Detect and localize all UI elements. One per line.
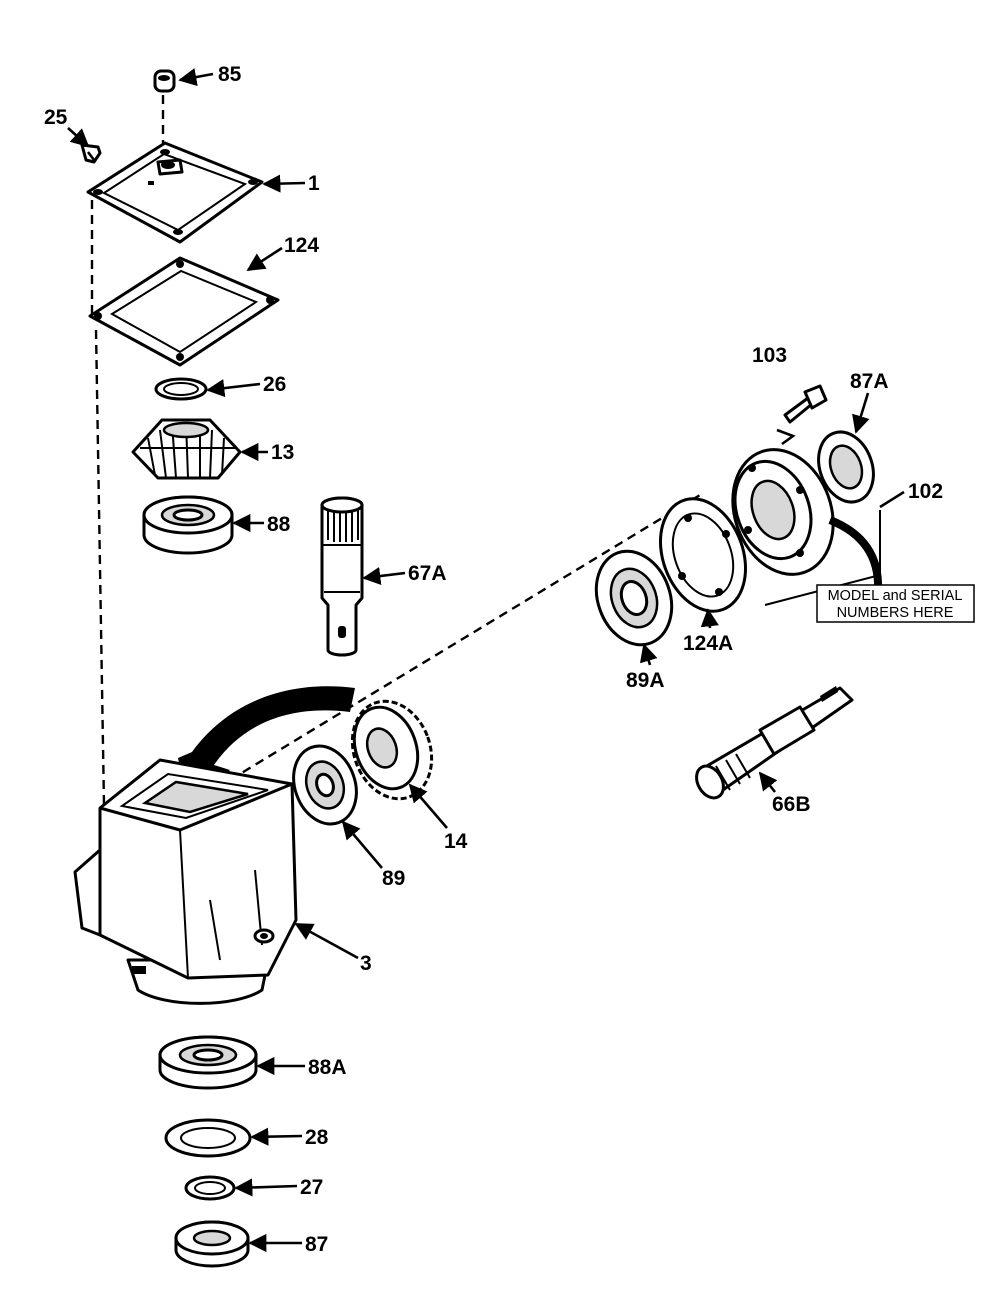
- part-88A-bearing: [158, 1035, 258, 1090]
- callout-124A: 124A: [683, 632, 733, 655]
- callout-89A: 89A: [626, 669, 665, 692]
- part-13-bevel-gear: [131, 418, 242, 480]
- part-88-bearing: [142, 495, 234, 555]
- part-102-retainer: [731, 448, 883, 606]
- callout-66B: 66B: [772, 793, 811, 816]
- part-87-seal: [174, 1220, 250, 1268]
- callout-3: 3: [360, 952, 372, 975]
- part-14-gear: [350, 699, 434, 801]
- callout-103: 103: [752, 344, 787, 367]
- callout-1: 1: [308, 172, 320, 195]
- callout-26: 26: [263, 373, 286, 396]
- part-66B-shaft: [695, 686, 854, 800]
- part-25-screw: [80, 143, 102, 164]
- part-85-plug: [153, 69, 176, 93]
- callout-14: 14: [444, 830, 468, 853]
- note-line-1: MODEL and SERIAL: [828, 588, 963, 604]
- callout-27: 27: [300, 1176, 323, 1199]
- callout-102: 102: [908, 480, 943, 503]
- callout-28: 28: [305, 1126, 329, 1149]
- part-87A-seal: [817, 430, 875, 504]
- part-67A-shaft: [320, 496, 364, 657]
- callout-124: 124: [284, 234, 319, 257]
- part-3-housing: [73, 758, 298, 1005]
- model-serial-note: MODEL and SERIAL NUMBERS HERE: [816, 584, 975, 623]
- callout-88: 88: [267, 513, 291, 536]
- callout-25: 25: [44, 106, 68, 129]
- callout-85: 85: [218, 63, 242, 86]
- part-124A-gasket: [658, 497, 748, 613]
- callout-13: 13: [271, 441, 294, 464]
- leader-lines: [67, 68, 905, 1253]
- callout-67A: 67A: [408, 562, 447, 585]
- callout-87A: 87A: [850, 370, 889, 393]
- part-89-bearing: [292, 744, 358, 826]
- part-89A-bearing: [594, 549, 674, 647]
- part-27-snap-ring: [184, 1175, 236, 1201]
- callout-89: 89: [382, 867, 405, 890]
- assembly-lines: [90, 95, 701, 806]
- part-103-bolt: [776, 384, 828, 446]
- part-124-gasket: [88, 256, 280, 367]
- note-line-2: NUMBERS HERE: [837, 605, 954, 621]
- callout-87: 87: [305, 1233, 328, 1256]
- callout-88A: 88A: [308, 1056, 347, 1079]
- part-26-snap-ring: [154, 377, 208, 401]
- part-28-ring: [164, 1118, 252, 1158]
- part-1-cover-plate: [86, 141, 264, 244]
